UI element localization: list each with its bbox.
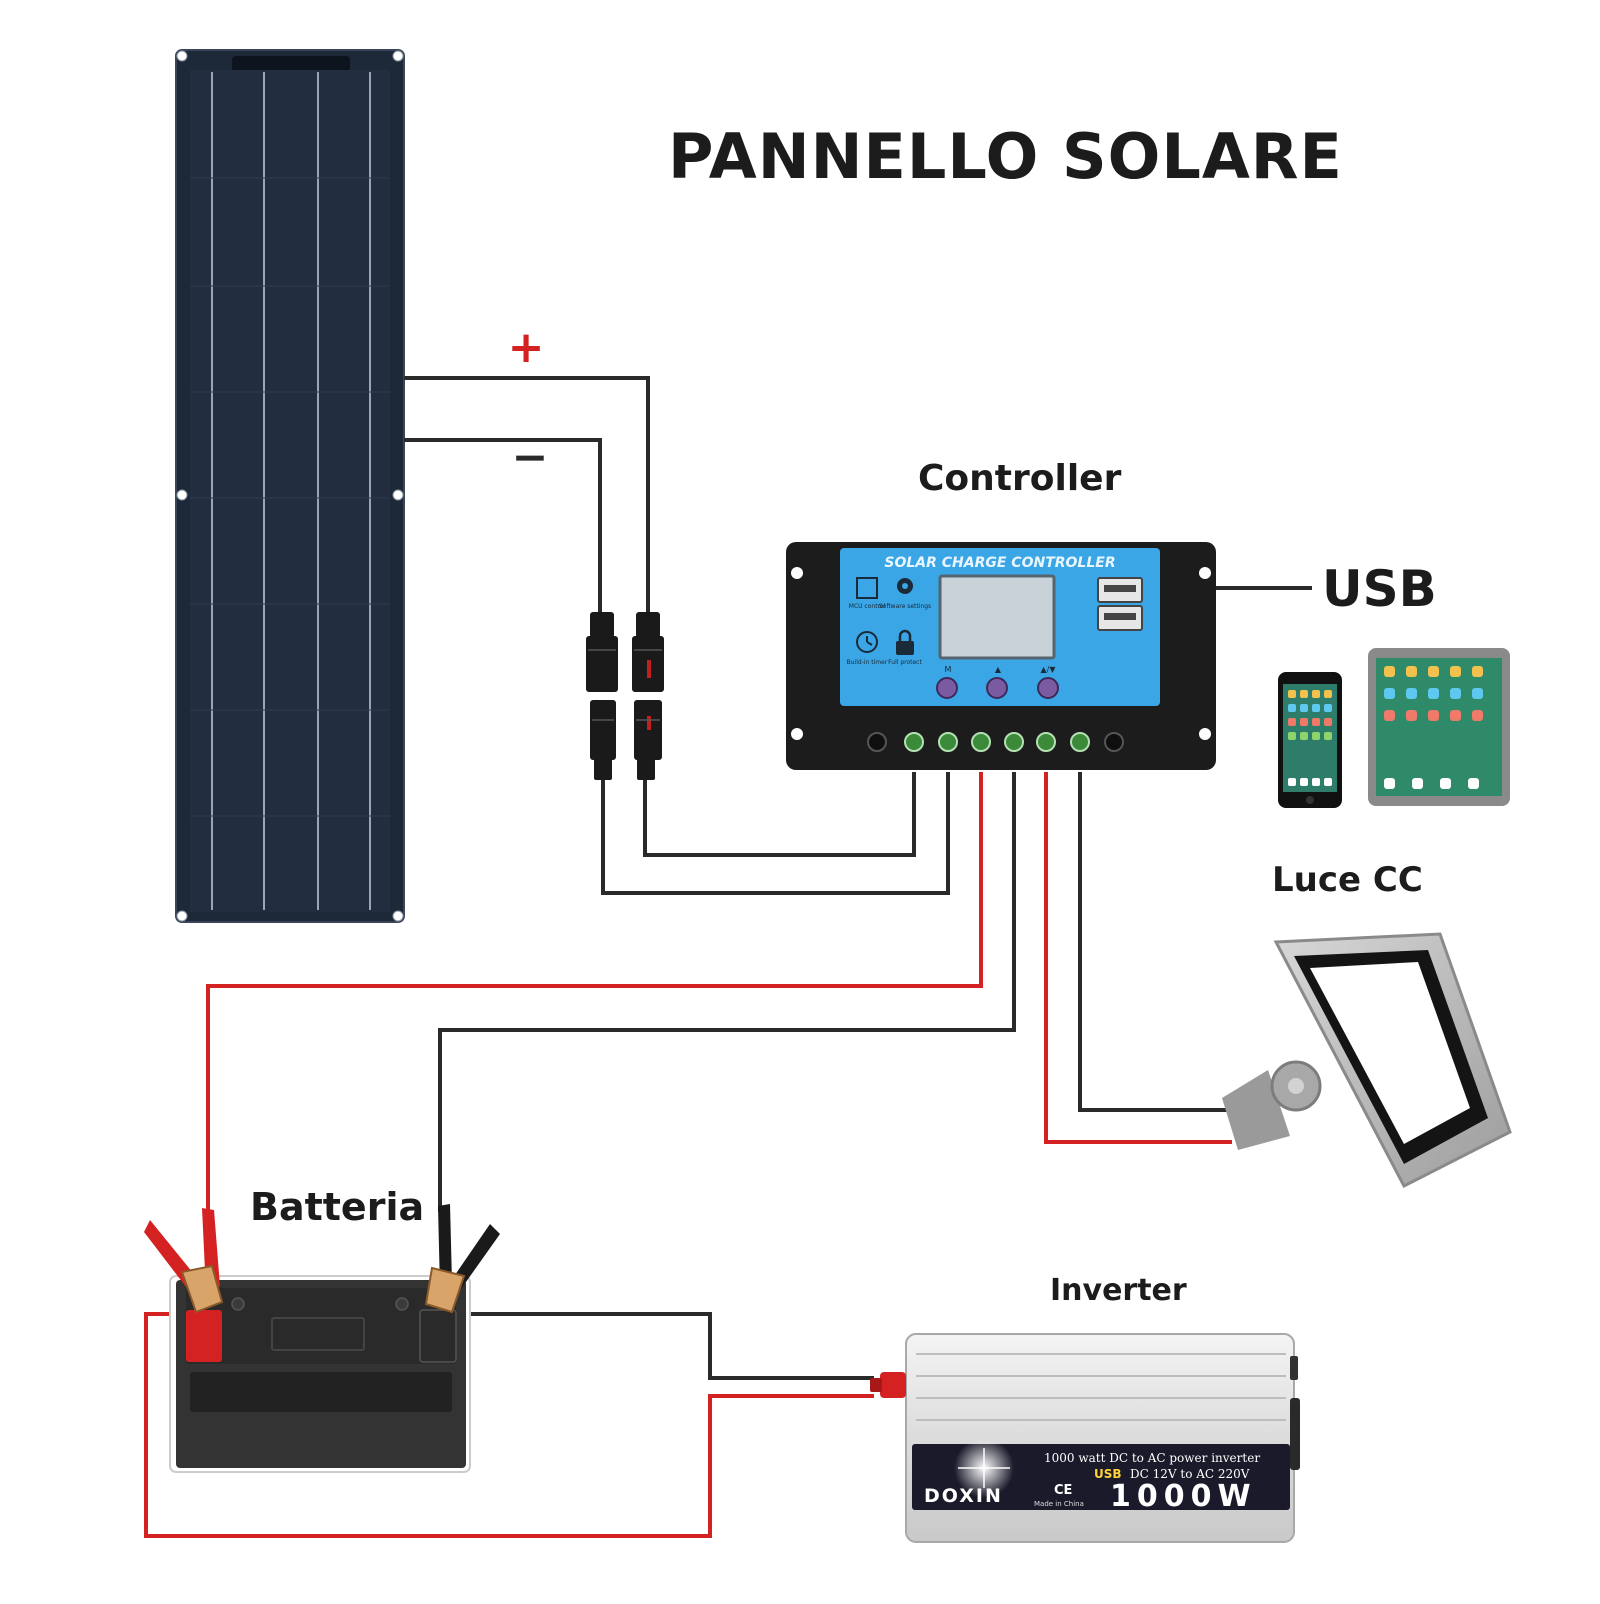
panel-positive-wire [404, 376, 650, 612]
pv-negative-to-controller-wire [601, 772, 950, 895]
inverter-brand: DOXIN [924, 1485, 1003, 1507]
battery-negative-wire [438, 772, 1016, 1212]
button-label-updown: ▲/▼ [1041, 665, 1057, 674]
usb-label: USB [1322, 560, 1437, 618]
controller-buttons [936, 677, 1059, 699]
load-negative-wire [1078, 772, 1232, 1112]
lock-icon [896, 629, 914, 655]
mc4-connectors [586, 612, 664, 780]
inverter-usb: USB [1094, 1467, 1122, 1481]
button-label-m: M [945, 665, 952, 674]
gear-icon [897, 578, 913, 594]
solar-panel [175, 49, 405, 923]
smartphone [1278, 672, 1342, 808]
inverter-made-in: Made in China [1034, 1500, 1084, 1508]
inverter-power: 1000W [1110, 1479, 1257, 1514]
button-label-up: ▲ [995, 665, 1002, 674]
battery-positive-wire [206, 772, 983, 1212]
inverter-positive-wire [144, 1312, 874, 1538]
red-clamp [144, 1208, 224, 1314]
panel-negative-wire [404, 438, 602, 612]
icon-caption-protect: Full protect [888, 659, 922, 666]
negative-sign: − [512, 432, 549, 483]
controller-terminals [867, 732, 1124, 752]
wires [144, 376, 1312, 1538]
inverter-negative-wire [468, 1312, 874, 1380]
icon-caption-mcu: MCU control [849, 603, 886, 610]
inverter-ce-mark: CE [1054, 1483, 1072, 1498]
inverter-spec-line1: 1000 watt DC to AC power inverter [1044, 1451, 1260, 1465]
usb-ports [1097, 577, 1143, 631]
power-inverter: DOXIN 1000 watt DC to AC power inverter … [870, 1333, 1300, 1543]
black-clamp [424, 1204, 500, 1314]
pv-positive-to-controller-wire [643, 772, 916, 857]
inverter-spec-line2: DC 12V to AC 220V [1130, 1467, 1250, 1481]
batteria-label: Batteria [250, 1185, 425, 1229]
positive-sign: + [508, 322, 545, 373]
controller-header: SOLAR CHARGE CONTROLLER [884, 555, 1115, 571]
load-positive-wire [1044, 772, 1232, 1144]
icon-caption-settings: Software settings [879, 603, 931, 610]
controller-left-icons [856, 577, 878, 653]
charge-controller: SOLAR CHARGE CONTROLLER MCU control Soft… [786, 542, 1216, 770]
controller-label: Controller [918, 458, 1122, 499]
led-flood-light [1222, 932, 1512, 1189]
icon-caption-timer: Build-in timer [847, 659, 888, 666]
luce-cc-label: Luce CC [1272, 860, 1423, 900]
inverter-flare-rays [958, 1448, 1010, 1488]
tablet [1368, 648, 1510, 806]
battery [169, 1275, 471, 1473]
inverter-label: Inverter [1050, 1273, 1187, 1308]
page-title: PANNELLO SOLARE [668, 120, 1343, 193]
